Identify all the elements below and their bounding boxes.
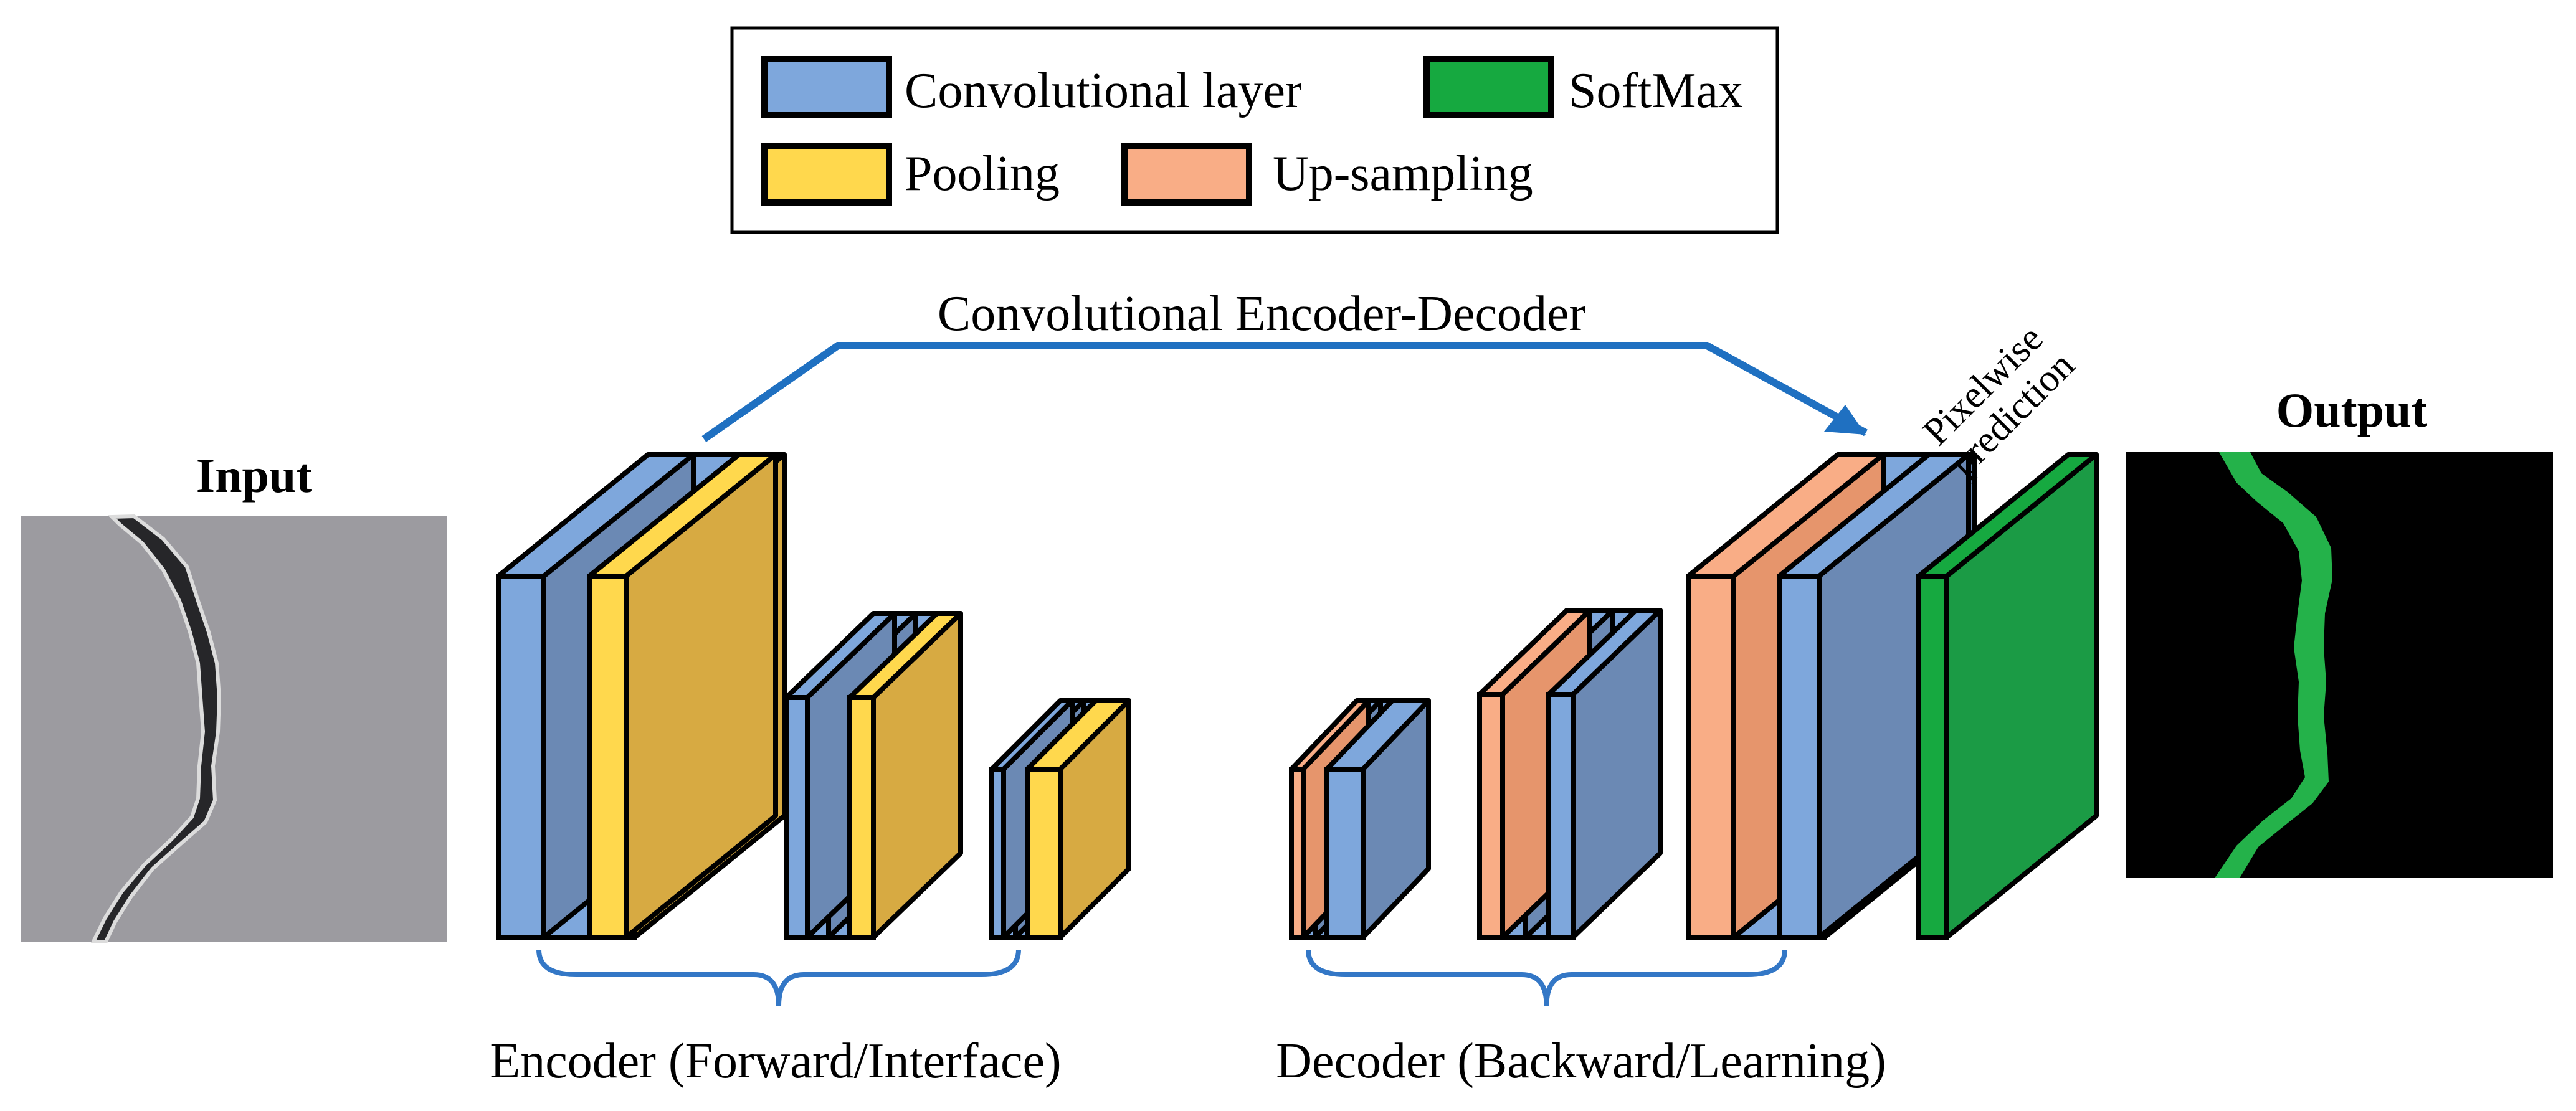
encoder-brace bbox=[536, 949, 1021, 1006]
skip-arrow-head bbox=[1824, 405, 1866, 435]
legend-box bbox=[730, 26, 1779, 234]
encoder-stage1-pool-layer-3-face-front bbox=[587, 574, 629, 940]
decoder-stage3-conv-layer-3-face-front bbox=[1777, 574, 1822, 940]
decoder-stage3-up-layer-1-front bbox=[1686, 574, 1736, 940]
legend: Convolutional layer SoftMax Pooling Up-s… bbox=[730, 26, 1779, 234]
legend-swatch-up bbox=[1121, 143, 1252, 206]
skip-connection: Convolutional Encoder-Decoder bbox=[701, 286, 1868, 442]
encoder-stage2-conv-layer-1-front bbox=[784, 695, 810, 940]
decoder-brace-group: Decoder (Backward/Learning) bbox=[1276, 949, 1886, 1089]
decoder-brace bbox=[1306, 949, 1787, 1006]
skip-connection-label: Convolutional Encoder-Decoder bbox=[938, 286, 1585, 341]
input-image bbox=[21, 516, 447, 942]
legend-swatch-conv bbox=[761, 56, 892, 118]
encoder-stage1-conv-layer-1-front bbox=[496, 574, 546, 940]
encoder-stage3-conv-layer-1-front bbox=[989, 767, 1006, 940]
legend-label-conv: Convolutional layer bbox=[905, 64, 1302, 118]
input-panel: Input bbox=[21, 448, 447, 943]
input-title: Input bbox=[196, 448, 312, 503]
crack-mask bbox=[2215, 452, 2332, 878]
output-image bbox=[2126, 452, 2553, 878]
legend-swatch-pool bbox=[761, 143, 892, 206]
layer-stack bbox=[496, 452, 2099, 940]
decoder-stage1-up-layer-1-front bbox=[1289, 767, 1306, 940]
legend-label-softmax: SoftMax bbox=[1569, 64, 1743, 118]
decoder-caption: Decoder (Backward/Learning) bbox=[1276, 1034, 1886, 1089]
encoder-stage2-pool-layer-4-face-front bbox=[847, 695, 876, 940]
encoder-stage3-pool-layer-4-face-front bbox=[1025, 767, 1063, 940]
encoder-brace-group: Encoder (Forward/Interface) bbox=[490, 949, 1062, 1089]
legend-label-pool: Pooling bbox=[905, 146, 1060, 201]
softmax-layer-front bbox=[1916, 574, 1949, 940]
crack-shape bbox=[90, 514, 222, 943]
decoder-stage1-conv-layer-4-face-front bbox=[1324, 767, 1366, 940]
decoder-stage2-conv-layer-4-face-front bbox=[1546, 692, 1576, 940]
skip-arrow-line bbox=[701, 342, 1868, 442]
legend-label-up: Up-sampling bbox=[1273, 146, 1533, 201]
encoder-caption: Encoder (Forward/Interface) bbox=[490, 1034, 1061, 1089]
output-title: Output bbox=[2276, 383, 2428, 437]
output-panel: Output bbox=[2126, 383, 2553, 878]
decoder-stage2-up-layer-1-front bbox=[1477, 692, 1505, 940]
legend-swatch-softmax bbox=[1423, 56, 1554, 118]
